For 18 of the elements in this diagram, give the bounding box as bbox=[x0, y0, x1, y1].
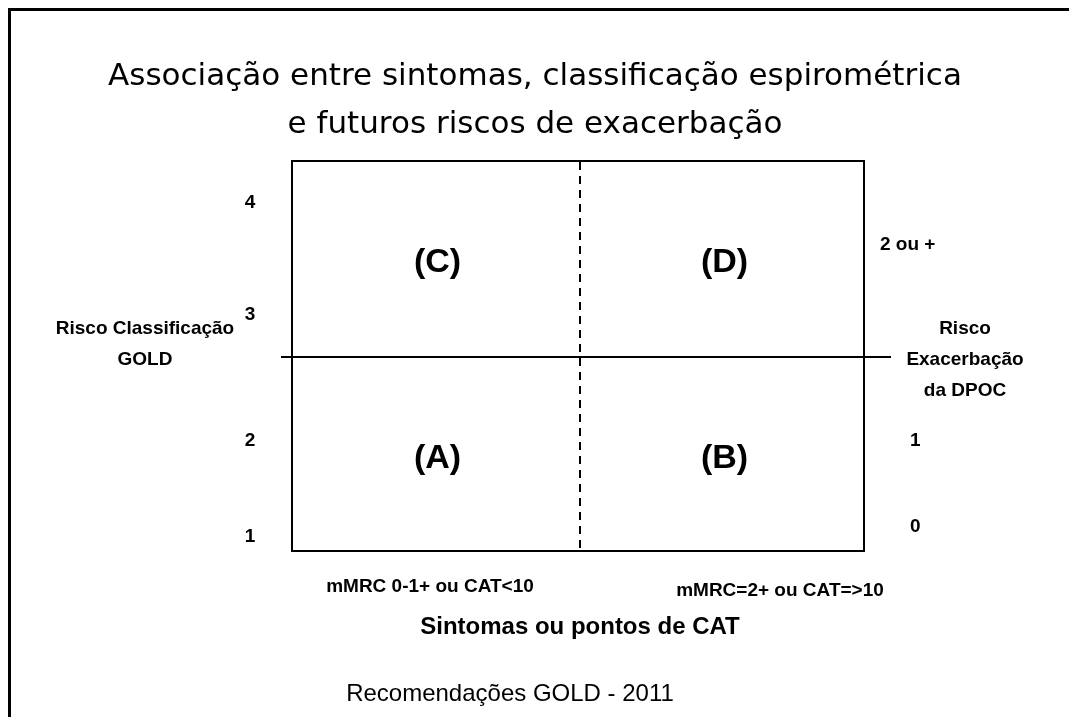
quadrant-label: (D) bbox=[700, 239, 749, 281]
axis-label: 1 bbox=[244, 524, 256, 548]
axis-label: 1 bbox=[910, 428, 921, 452]
quadrant-label: (C) bbox=[413, 239, 462, 281]
axis-label: 4 bbox=[244, 190, 256, 214]
axis-label: mMRC 0-1+ ou CAT<10 bbox=[326, 574, 534, 598]
diagram-title: Associação entre sintomas, classificação espirométrica e futuros riscos de exacerbação bbox=[107, 55, 963, 142]
axis-label: Risco Classificação GOLD bbox=[54, 316, 236, 371]
axis-label: 0 bbox=[910, 514, 921, 538]
axis-label: 2 ou + bbox=[880, 232, 936, 256]
axis-label: Risco Exacerbação da DPOC bbox=[905, 316, 1025, 402]
quadrant-label: (A) bbox=[413, 435, 462, 477]
source-note: Recomendações GOLD - 2011 bbox=[346, 678, 674, 708]
quadrant-label: (B) bbox=[700, 435, 749, 477]
axis-label: mMRC=2+ ou CAT=>10 bbox=[676, 578, 884, 602]
axis-label: 3 bbox=[244, 302, 256, 326]
axis-label: 2 bbox=[244, 428, 256, 452]
axis-title: Sintomas ou pontos de CAT bbox=[420, 611, 740, 641]
